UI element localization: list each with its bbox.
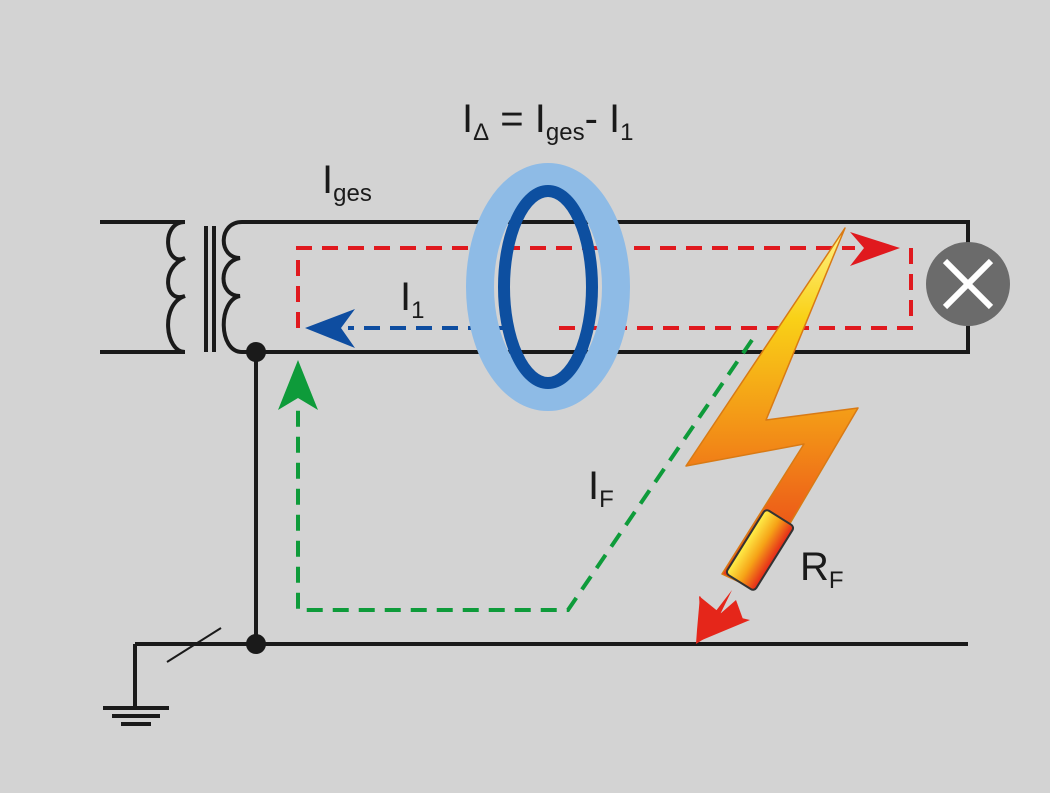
arrow-left-icon [305,309,355,348]
label-r-f: RF [800,545,844,594]
label-i-delta-formula: IΔ = Iges- I1 [462,97,634,146]
junction-dot [246,634,266,654]
resistor-icon [725,509,795,591]
lamp-icon [926,242,1010,326]
ground-symbol-icon [103,627,222,726]
fault-current-path [278,338,754,612]
label-i-f: IF [588,464,614,513]
transformer-icon [100,220,243,354]
junction-dot [246,342,266,362]
label-i-ges: Iges [322,158,372,207]
current-transformer-icon [466,163,630,411]
arrow-up-icon [278,360,318,410]
arrow-right-icon [850,232,900,266]
label-i-1: I1 [400,275,424,324]
total-current-path [296,232,913,330]
